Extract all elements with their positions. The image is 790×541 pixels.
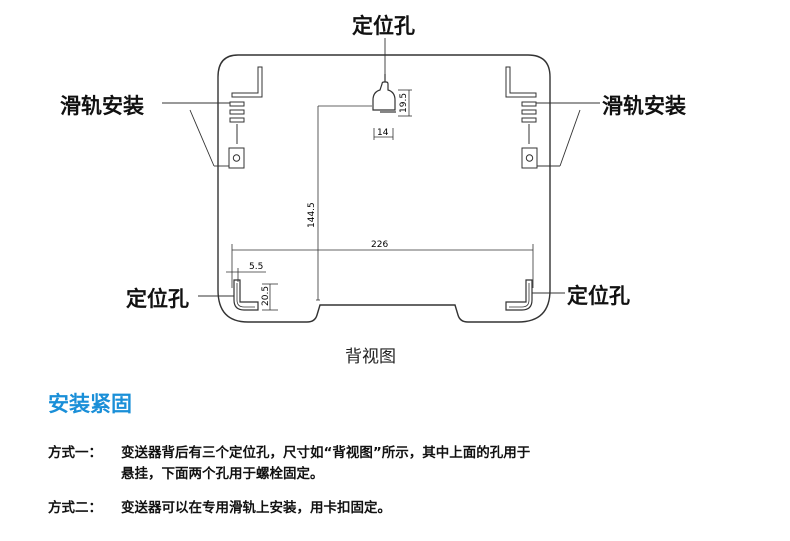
dim-label-19-5: 19.5: [399, 93, 409, 113]
dim-label-144-5: 144.5: [307, 202, 317, 228]
bottom-right-hole-inner: [509, 283, 530, 308]
method-1-line-1: 变送器背后有三个定位孔，尺寸如“背视图”所示，其中上面的孔用于: [121, 445, 531, 461]
callout-left-rail: 滑轨安装: [60, 94, 144, 118]
dim-144-5: [316, 105, 372, 301]
leader-lines: [162, 38, 600, 297]
bottom-left-hole-inner: [236, 283, 255, 308]
bottom-right-hole: [505, 279, 533, 311]
method-2-text: 变送器可以在专用滑轨上安装，用卡扣固定。: [121, 500, 391, 516]
dim-label-20-5: 20.5: [261, 286, 271, 306]
dim-19-5: [398, 89, 412, 117]
diagram-caption: 背视图: [345, 347, 396, 367]
left-rail-slots: [228, 101, 245, 169]
dim-label-14: 14: [377, 128, 389, 138]
callout-bottom-right-hole: 定位孔: [567, 284, 630, 308]
bottom-left-hole: [233, 279, 259, 311]
callout-top-hole: 定位孔: [352, 14, 415, 38]
callout-bottom-left-hole: 定位孔: [126, 287, 189, 311]
dim-226: [231, 244, 534, 288]
method-1-label: 方式一：: [48, 445, 102, 461]
right-rail-slots: [521, 101, 538, 169]
callout-right-rail: 滑轨安装: [602, 94, 686, 118]
method-2: 方式二： 变送器可以在专用滑轨上安装，用卡扣固定。: [48, 498, 391, 519]
dim-20-5: [262, 283, 278, 311]
dim-label-226: 226: [371, 240, 388, 250]
section-title: 安装紧固: [48, 392, 132, 416]
dim-label-5-5: 5.5: [249, 262, 263, 272]
top-left-bracket: [231, 66, 263, 98]
housing-outline: [217, 54, 551, 323]
method-1: 方式一： 变送器背后有三个定位孔，尺寸如“背视图”所示，其中上面的孔用于 悬挂，下…: [48, 443, 530, 485]
method-2-label: 方式二：: [48, 500, 102, 516]
dim-14: [373, 128, 394, 140]
top-right-bracket: [505, 66, 537, 98]
method-1-line-2: 悬挂，下面两个孔用于螺栓固定。: [121, 466, 324, 482]
top-keyhole: [372, 74, 396, 113]
